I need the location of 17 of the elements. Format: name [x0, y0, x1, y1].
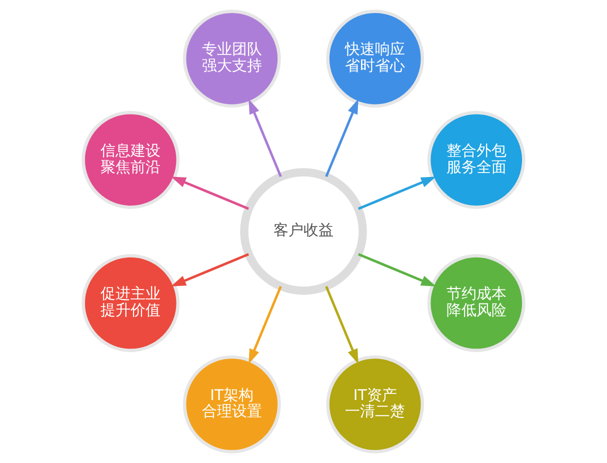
node-circle: 整合外包 服务全面 — [427, 110, 526, 209]
arrow — [171, 253, 250, 286]
node-circle: 信息建设 聚焦前沿 — [82, 110, 180, 209]
arrow — [358, 253, 436, 286]
node-circle: 快速响应 省时省心 — [326, 10, 424, 108]
node-circle: IT架构 合理设置 — [182, 355, 281, 454]
arrow — [171, 176, 250, 210]
node-circle: 专业团队 强大支持 — [182, 10, 281, 108]
node-circle: 促进主业 提升价值 — [82, 254, 180, 352]
arrow — [325, 99, 358, 178]
node-circle: 节约成本 降低风险 — [427, 254, 526, 352]
arrow — [248, 286, 282, 364]
node-circle: IT资产 一清二楚 — [326, 355, 424, 454]
arrow — [325, 286, 358, 364]
arrow — [358, 176, 436, 210]
node-circle: 客户收益 — [240, 168, 367, 295]
arrow — [248, 99, 282, 178]
